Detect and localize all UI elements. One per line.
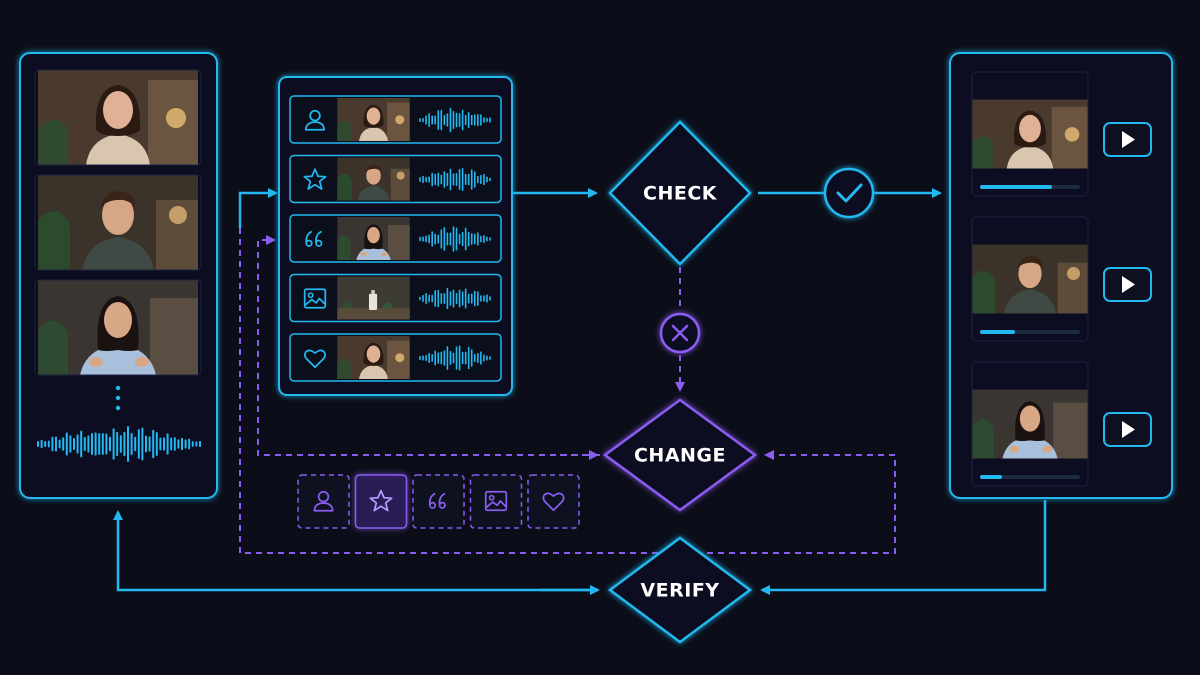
clip-row[interactable] <box>289 273 502 323</box>
clip-thumbnail <box>337 276 410 320</box>
output-video-card[interactable] <box>971 361 1152 487</box>
clip-row[interactable] <box>289 95 502 144</box>
progress-bar <box>980 330 1080 334</box>
play-button-icon[interactable] <box>1103 267 1152 302</box>
clips-panel <box>278 76 513 396</box>
arrow-loop-lower-left <box>239 228 896 554</box>
more-frames-ellipsis-icon <box>115 385 121 411</box>
progress-bar-fill <box>980 330 1015 334</box>
progress-bar-fill <box>980 185 1052 189</box>
connectors <box>113 188 1047 595</box>
option-heart-button[interactable] <box>527 474 580 529</box>
clip-thumbnail <box>337 336 410 379</box>
option-image-button[interactable] <box>469 474 523 529</box>
x-circle-icon <box>659 312 701 354</box>
clip-row[interactable] <box>289 214 502 263</box>
arrow-loop-to-clips <box>257 235 600 456</box>
check-label: CHECK <box>643 183 718 205</box>
clip-waveform-icon <box>419 287 491 310</box>
clip-waveform-icon <box>419 107 491 133</box>
change-node[interactable]: CHANGE <box>602 398 758 512</box>
play-button-icon[interactable] <box>1103 412 1152 447</box>
output-video-card[interactable] <box>971 216 1152 342</box>
verify-node[interactable]: VERIFY <box>607 536 753 644</box>
options-row <box>297 474 580 529</box>
change-label: CHANGE <box>634 445 726 467</box>
progress-bar <box>980 185 1080 189</box>
clip-thumbnail <box>337 217 410 260</box>
option-person-button[interactable] <box>297 474 350 529</box>
progress-bar <box>980 475 1080 479</box>
verify-label: VERIFY <box>640 580 719 602</box>
clip-waveform-icon <box>419 226 491 252</box>
clip-row[interactable] <box>289 333 502 382</box>
option-star-button[interactable] <box>354 474 408 529</box>
source-panel <box>19 52 218 499</box>
source-frame-1[interactable] <box>34 69 202 166</box>
audio-waveform-icon <box>37 425 201 463</box>
arrow-output-to-verify <box>760 500 1047 595</box>
clip-waveform-icon <box>419 167 491 192</box>
clip-thumbnail <box>337 98 410 141</box>
clip-waveform-icon <box>419 345 491 371</box>
output-video-card[interactable] <box>971 71 1152 197</box>
output-panel <box>949 52 1173 499</box>
progress-bar-fill <box>980 475 1002 479</box>
arrow-verify-to-source-line <box>113 510 598 592</box>
source-frame-2[interactable] <box>34 174 202 271</box>
play-button-icon[interactable] <box>1103 122 1152 157</box>
source-frame-3[interactable] <box>34 279 202 376</box>
arrow-source-to-clips <box>238 188 278 228</box>
check-node[interactable]: CHECK <box>608 120 752 266</box>
check-circle-icon <box>823 167 875 219</box>
clip-row[interactable] <box>289 154 502 204</box>
option-quote-button[interactable] <box>412 474 465 529</box>
clip-thumbnail <box>337 157 410 201</box>
